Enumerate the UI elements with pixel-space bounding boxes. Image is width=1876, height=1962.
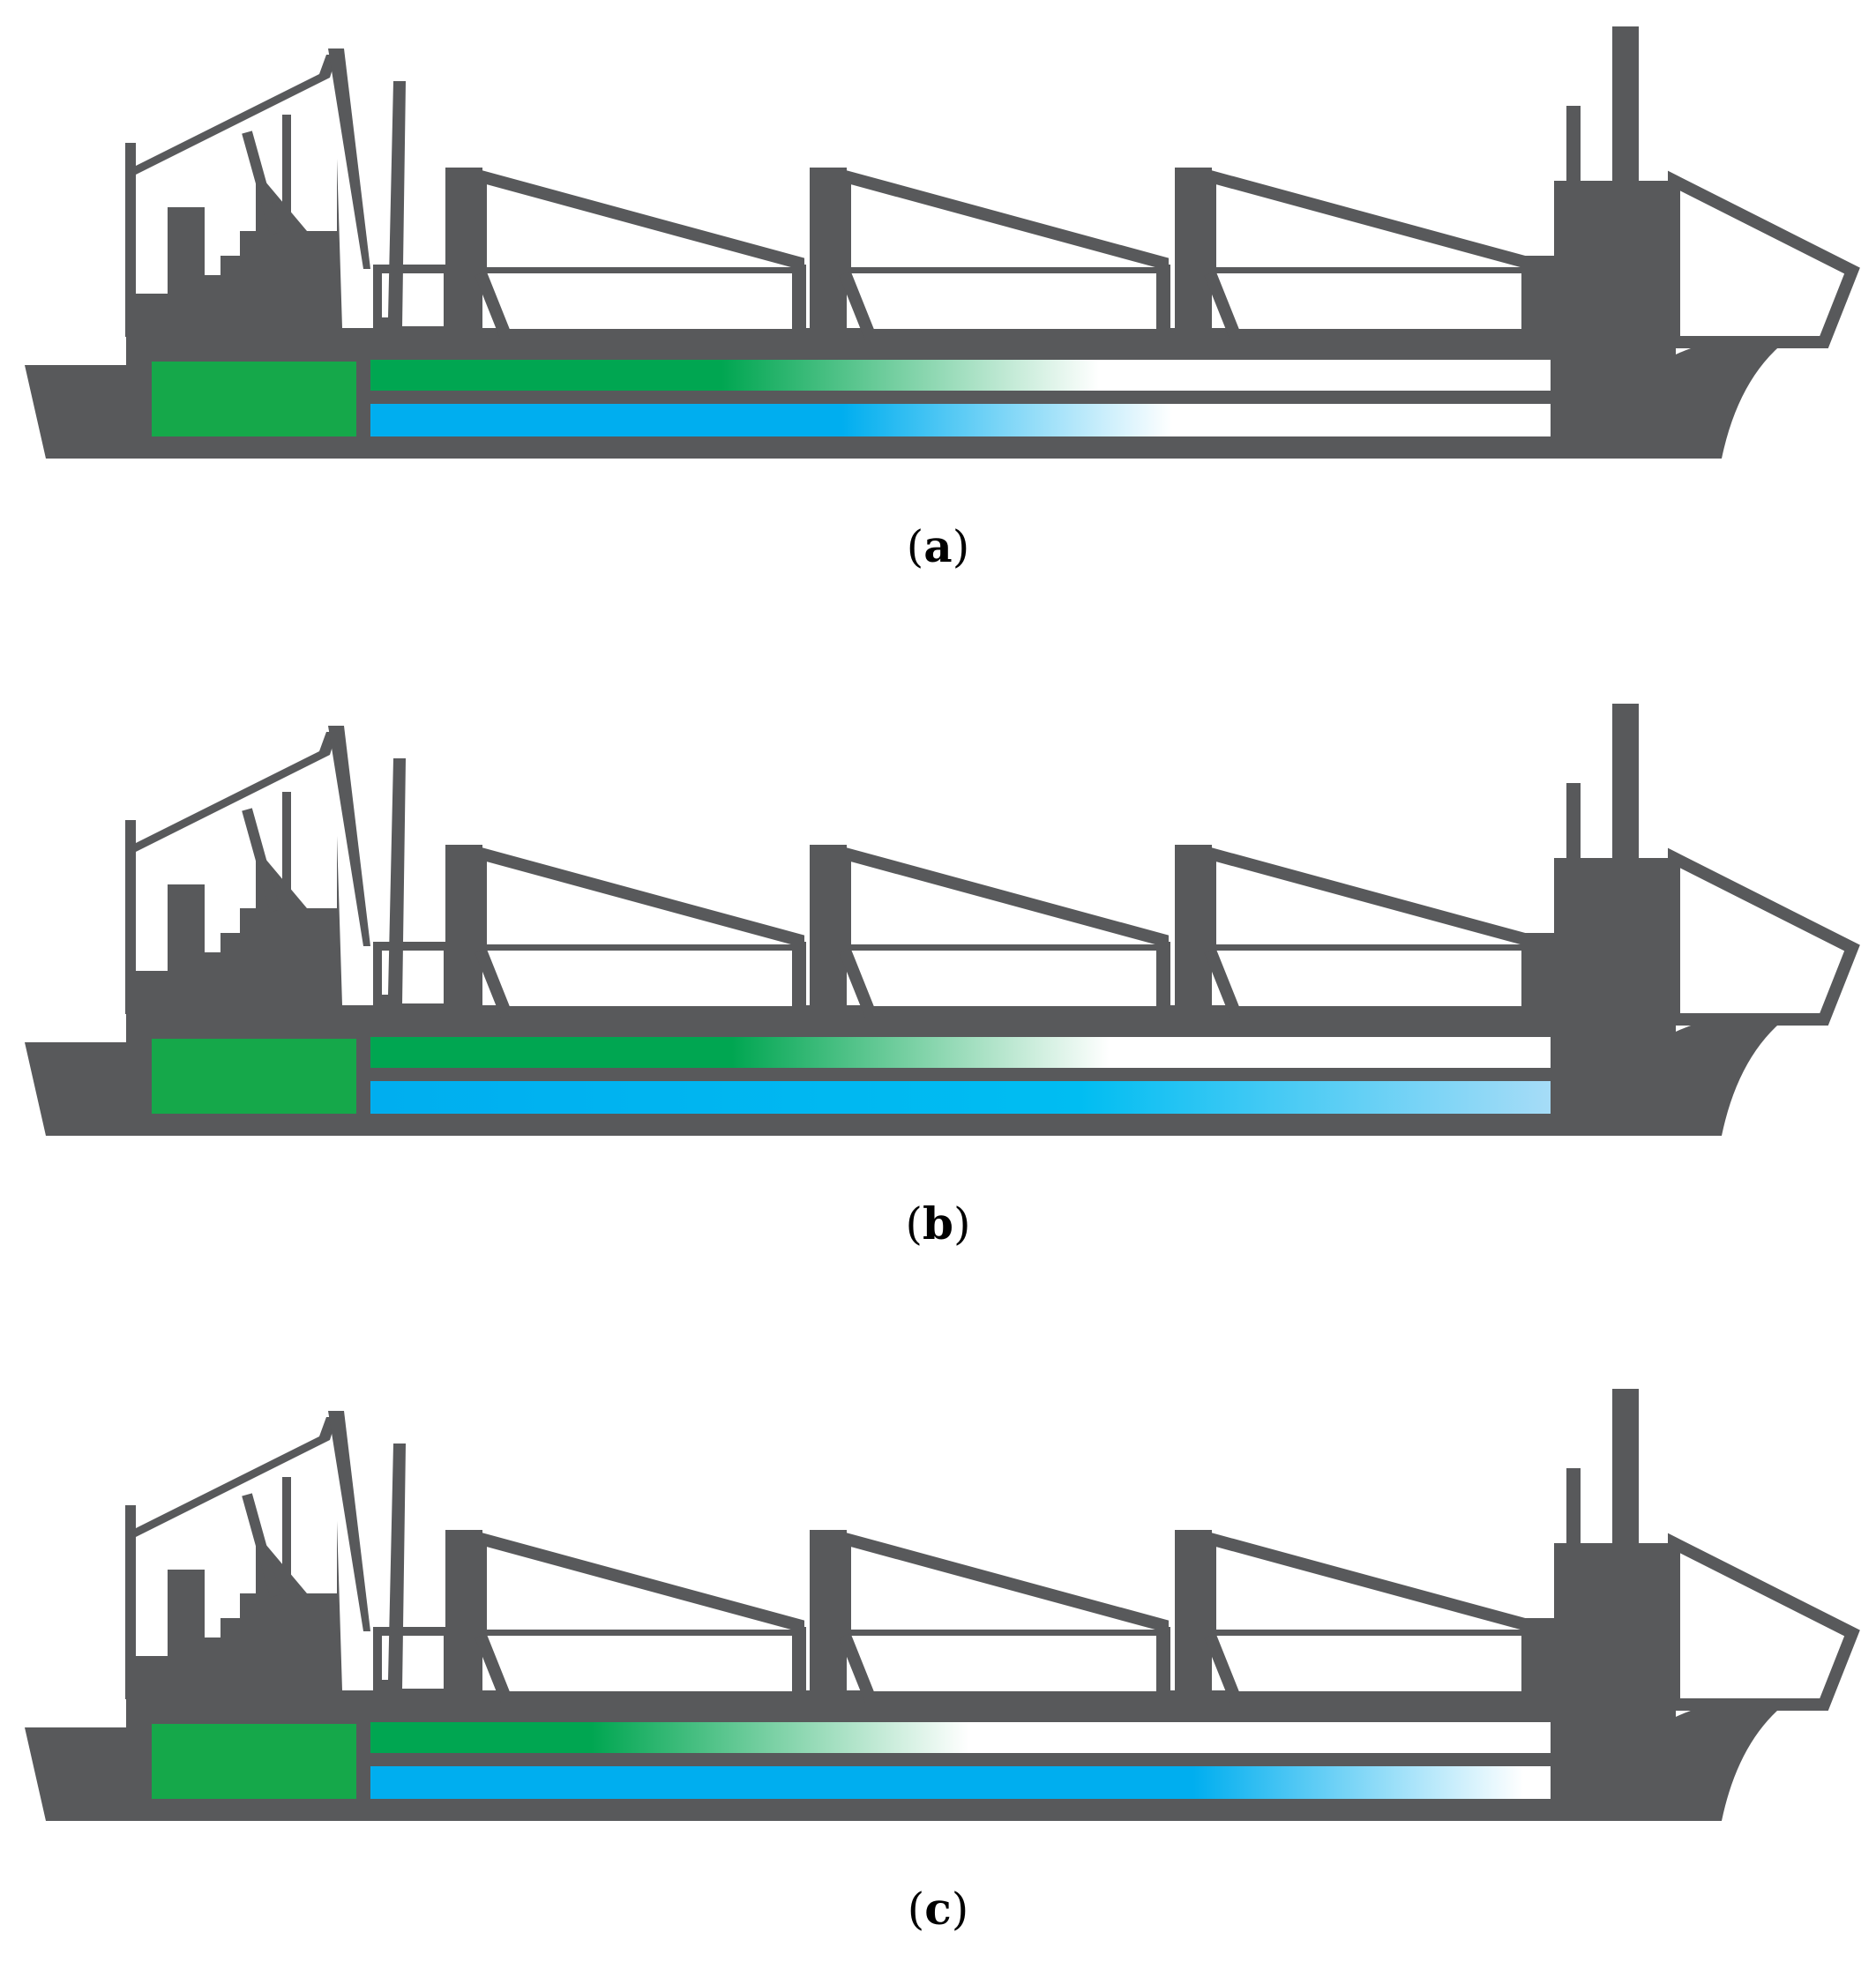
green-bar [370, 360, 1551, 391]
stern-superstructure [126, 836, 342, 1005]
crane-strut [242, 131, 280, 235]
crane-arm [328, 48, 370, 269]
stern-superstructure [126, 159, 342, 328]
cargo-hold [445, 168, 806, 341]
crane-arm [328, 1411, 370, 1631]
mast-tall [1612, 26, 1639, 185]
ship-diagram [25, 704, 1860, 1136]
cargo-hold [1175, 168, 1536, 341]
crane-strut [242, 1493, 280, 1598]
bow-block [1554, 181, 1676, 370]
crane-boom [132, 732, 337, 854]
bow-cabin [1668, 170, 1860, 348]
green-bar [370, 1722, 1551, 1753]
ship-silhouette [25, 26, 1860, 459]
panel-caption: (a) [906, 520, 970, 572]
mast-short [1566, 1468, 1581, 1548]
mast-short [1566, 106, 1581, 185]
ship-diagram [25, 26, 1860, 459]
mast-tall [1612, 704, 1639, 862]
panel-letter: b [923, 1197, 953, 1250]
cargo-hold [810, 1530, 1170, 1704]
bow-cabin [1668, 847, 1860, 1026]
mast-tall [1612, 1389, 1639, 1548]
crane-arm [328, 726, 370, 946]
green-tank [152, 362, 356, 436]
stern-mast [125, 1505, 136, 1699]
cargo-hold [810, 168, 1170, 341]
stern-mast [125, 143, 136, 337]
cargo-hold [445, 1530, 806, 1704]
cargo-hold [445, 845, 806, 1018]
blue-bar [370, 1766, 1551, 1799]
panel-b [0, 677, 1876, 1153]
cargo-hold [810, 845, 1170, 1018]
panel-caption: (c) [907, 1883, 969, 1935]
crane-strut [242, 808, 280, 913]
green-bar [370, 1037, 1551, 1068]
stern-mast [125, 820, 136, 1014]
blue-bar [370, 1081, 1551, 1114]
panel-c [0, 1362, 1876, 1839]
stern-superstructure [126, 1521, 342, 1690]
panel-a [0, 0, 1876, 476]
ship-silhouette [25, 1389, 1860, 1821]
bow-cabin [1668, 1533, 1860, 1711]
cargo-hold [1175, 1530, 1536, 1704]
panel-caption: (b) [905, 1197, 971, 1250]
crane-boom [132, 1417, 337, 1539]
blue-bar [370, 404, 1551, 436]
ship-diagram [25, 1389, 1860, 1821]
green-tank [152, 1724, 356, 1799]
green-tank [152, 1039, 356, 1114]
panel-letter: a [923, 520, 953, 572]
ship-silhouette [25, 704, 1860, 1136]
bow-block [1554, 1543, 1676, 1733]
panel-letter: c [924, 1883, 952, 1935]
cargo-hold [1175, 845, 1536, 1018]
mast-short [1566, 783, 1581, 862]
crane-boom [132, 55, 337, 176]
bow-block [1554, 858, 1676, 1048]
